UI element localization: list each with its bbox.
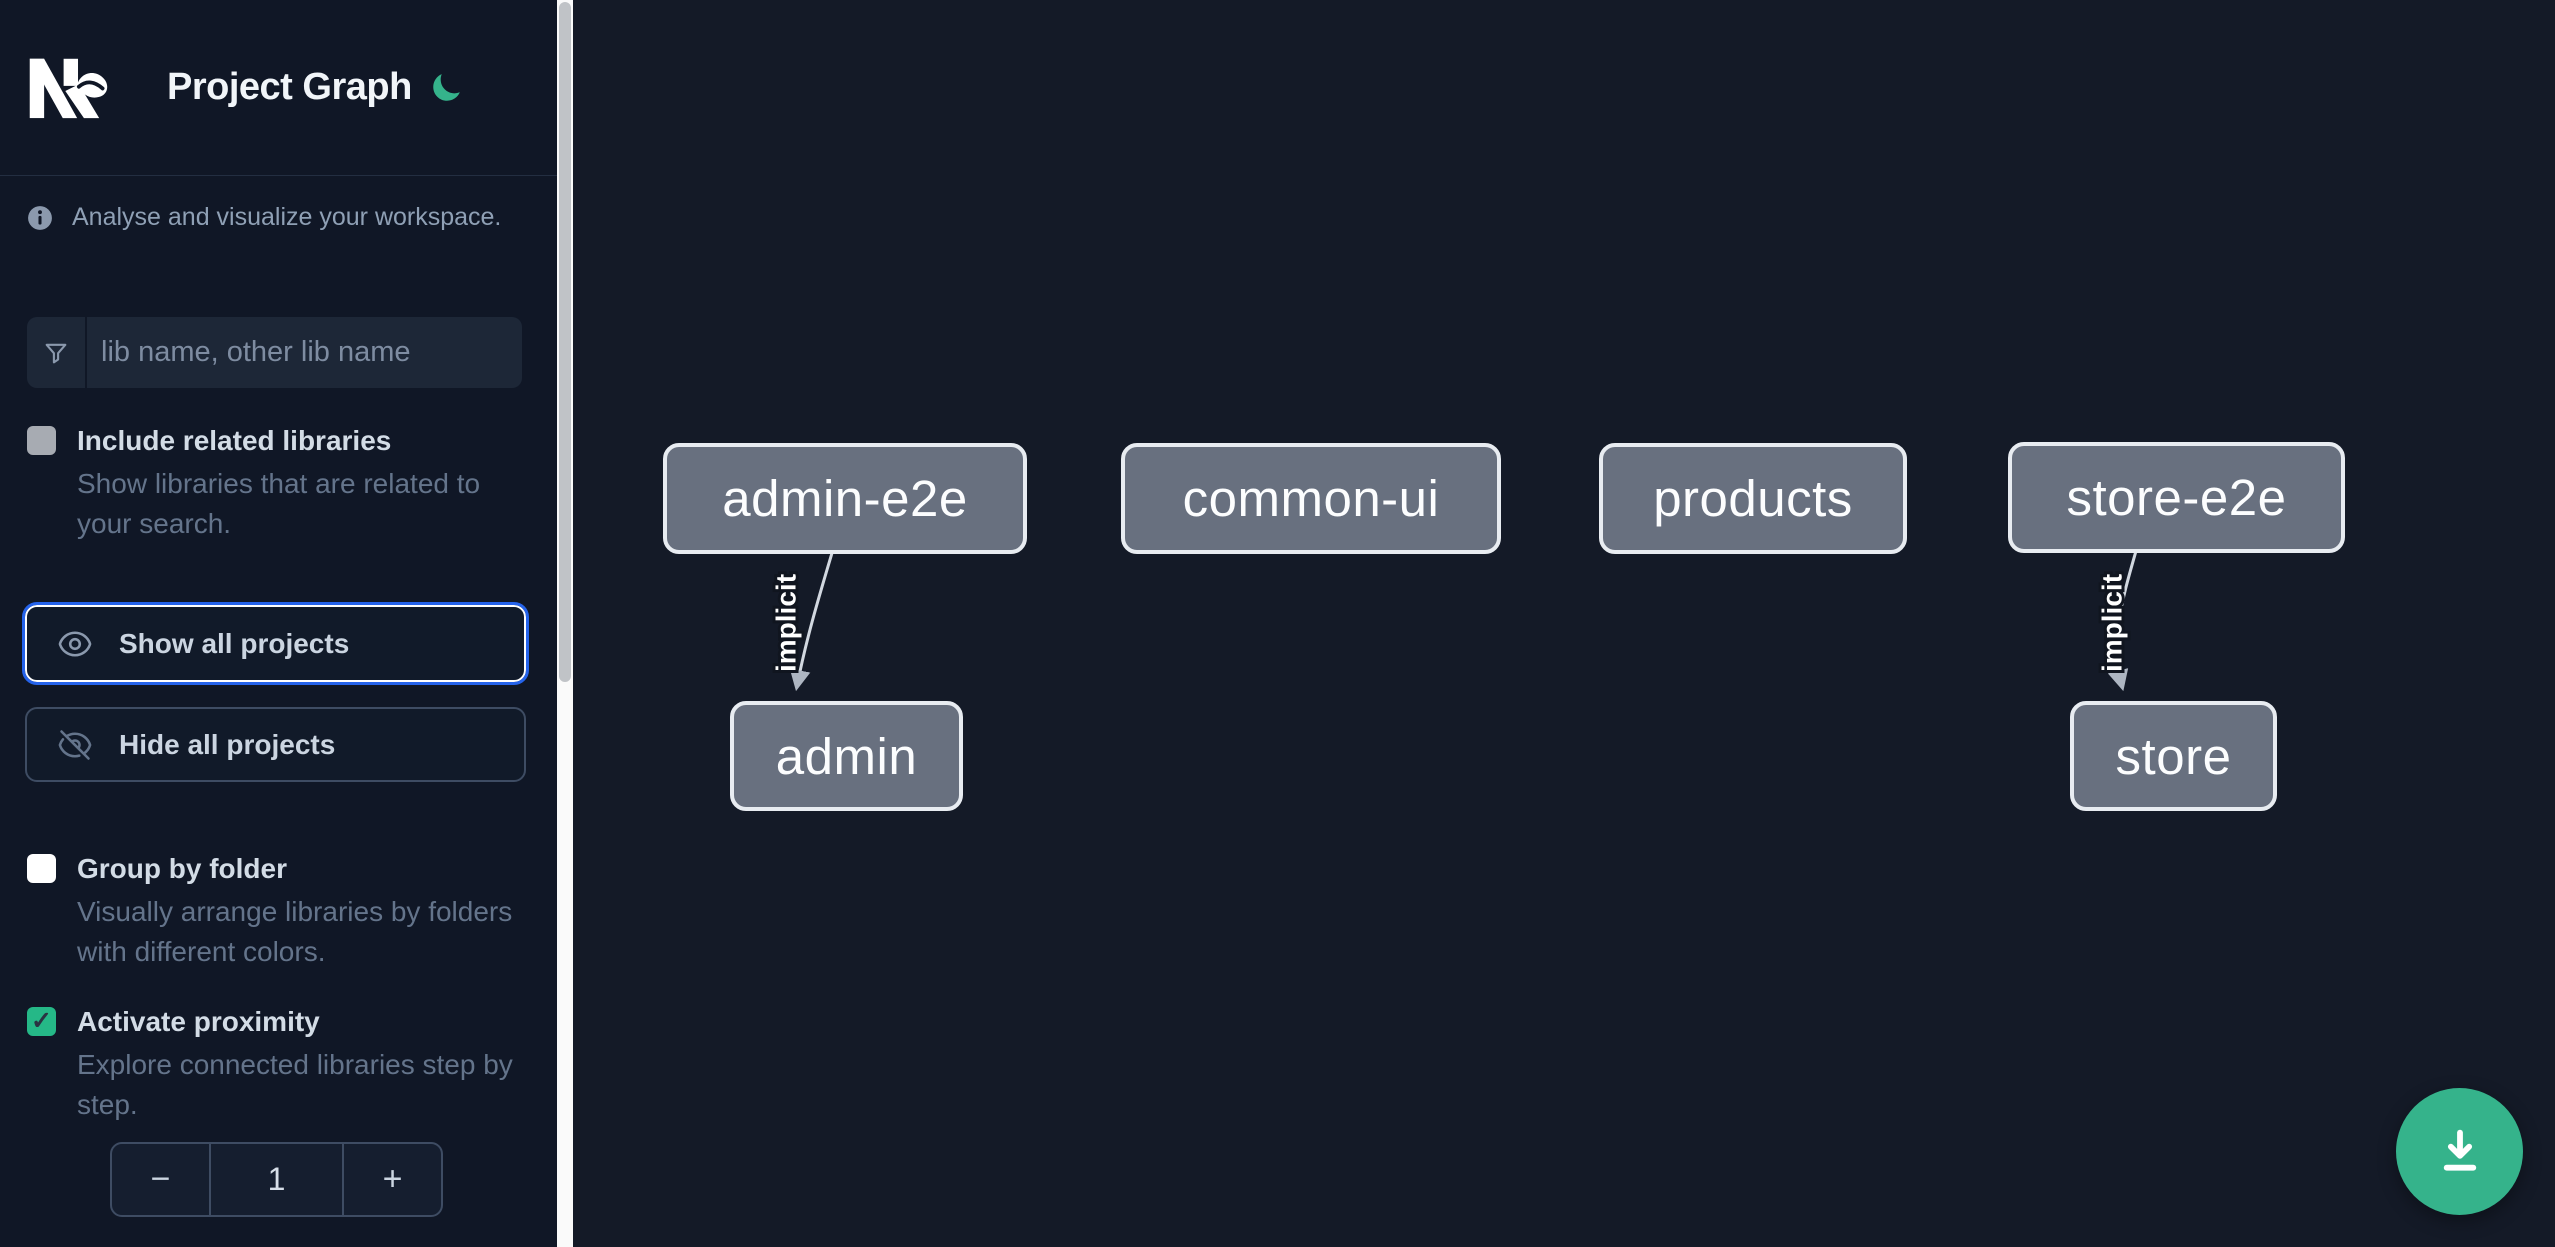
graph-node-store[interactable]: store: [2070, 701, 2277, 811]
workspace-info: Analyse and visualize your workspace.: [27, 203, 501, 232]
option-description: Explore connected libraries step by step…: [77, 1049, 513, 1120]
group-by-folder-checkbox[interactable]: [27, 854, 56, 883]
edge-label: implicit: [2096, 574, 2127, 672]
sidebar-header: Project Graph: [0, 0, 557, 176]
search-input[interactable]: [87, 317, 522, 388]
hide-all-projects-label: Hide all projects: [119, 728, 336, 760]
download-icon: [2431, 1123, 2489, 1181]
decrement-button[interactable]: −: [112, 1144, 209, 1215]
include-related-libraries-checkbox[interactable]: [27, 426, 56, 455]
sidebar: Project Graph Analyse and visualize your…: [0, 0, 557, 1247]
graph-edge-admin-e2e-admin: [789, 552, 834, 692]
option-description: Visually arrange libraries by folders wi…: [77, 896, 513, 967]
info-icon: [27, 205, 53, 231]
nx-logo: [22, 52, 112, 124]
theme-toggle-button[interactable]: [428, 70, 464, 106]
option-label: Include related libraries: [77, 425, 392, 456]
graph-edge-store-e2e-store: [2107, 550, 2138, 692]
option-include-related-libraries: Include related libraries Show libraries…: [27, 423, 527, 544]
hide-all-projects-button[interactable]: Hide all projects: [25, 707, 526, 782]
increment-button[interactable]: +: [344, 1144, 441, 1215]
eye-icon: [57, 626, 93, 662]
scrollbar-thumb[interactable]: [559, 2, 571, 682]
graph-node-common-ui[interactable]: common-ui: [1121, 443, 1501, 554]
option-group-by-folder: Group by folder Visually arrange librari…: [27, 851, 527, 972]
eye-off-icon: [57, 727, 93, 763]
download-image-button[interactable]: [2396, 1088, 2523, 1215]
checkmark-icon: ✓: [31, 1007, 52, 1035]
graph-node-admin-e2e[interactable]: admin-e2e: [663, 443, 1027, 554]
info-text: Analyse and visualize your workspace.: [72, 203, 502, 231]
option-description: Show libraries that are related to your …: [77, 468, 481, 539]
stepper-value[interactable]: 1: [209, 1144, 344, 1215]
search-box: [27, 317, 522, 388]
proximity-depth-stepper: − 1 +: [110, 1142, 443, 1217]
option-label: Activate proximity: [77, 1006, 320, 1037]
moon-icon: [429, 71, 463, 105]
filter-funnel-icon: [27, 317, 87, 388]
graph-node-store-e2e[interactable]: store-e2e: [2008, 442, 2345, 553]
show-all-projects-label: Show all projects: [119, 627, 350, 659]
graph-node-products[interactable]: products: [1599, 443, 1907, 554]
graph-node-admin[interactable]: admin: [730, 701, 963, 811]
app-title: Project Graph: [167, 66, 412, 108]
option-label: Group by folder: [77, 853, 287, 884]
edge-label: implicit: [770, 574, 801, 672]
activate-proximity-checkbox[interactable]: ✓: [27, 1007, 56, 1036]
sidebar-scrollbar: [557, 0, 573, 1247]
option-activate-proximity: ✓ Activate proximity Explore connected l…: [27, 1004, 527, 1125]
show-all-projects-button[interactable]: Show all projects: [22, 602, 529, 685]
